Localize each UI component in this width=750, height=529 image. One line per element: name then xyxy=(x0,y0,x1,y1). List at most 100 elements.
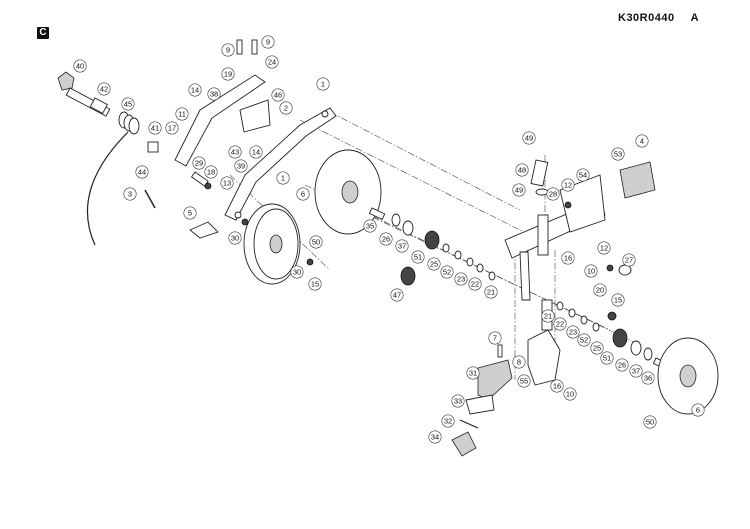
part-callout-30: 30 xyxy=(228,231,242,245)
part-callout-22: 22 xyxy=(553,317,567,331)
part-callout-12: 12 xyxy=(561,178,575,192)
part-number: 26 xyxy=(618,361,626,370)
part-callout-54: 54 xyxy=(576,168,590,182)
part-number: 5 xyxy=(188,209,192,218)
part-number: 35 xyxy=(366,222,374,231)
part-number: 10 xyxy=(587,267,595,276)
part-number: 13 xyxy=(223,179,231,188)
part-number: 22 xyxy=(556,320,564,329)
part-callout-34: 34 xyxy=(428,430,442,444)
part-number: 27 xyxy=(625,256,633,265)
part-number: 16 xyxy=(553,382,561,391)
part-number: 14 xyxy=(252,148,260,157)
part-number: 51 xyxy=(603,354,611,363)
part-number: 8 xyxy=(517,358,521,367)
part-callout-46: 46 xyxy=(271,88,285,102)
part-callout-49: 49 xyxy=(522,131,536,145)
part-callout-26: 26 xyxy=(615,358,629,372)
part-callout-32: 32 xyxy=(441,414,455,428)
part-callout-47: 47 xyxy=(390,288,404,302)
part-callout-16: 16 xyxy=(550,379,564,393)
part-number: 23 xyxy=(569,328,577,337)
part-number: 39 xyxy=(237,162,245,171)
part-callout-6: 6 xyxy=(296,187,310,201)
part-number: 52 xyxy=(580,336,588,345)
drawing-number: K30R0440 xyxy=(618,12,675,24)
part-callout-16: 16 xyxy=(561,251,575,265)
part-callout-21: 21 xyxy=(541,309,555,323)
part-callout-11: 11 xyxy=(175,107,189,121)
upper-arm xyxy=(174,39,271,167)
part-callout-5: 5 xyxy=(183,206,197,220)
part-callout-50: 50 xyxy=(643,415,657,429)
part-callout-45: 45 xyxy=(121,97,135,111)
part-number: 53 xyxy=(614,150,622,159)
part-callout-4: 4 xyxy=(635,134,649,148)
part-number: 41 xyxy=(151,124,159,133)
part-number: 51 xyxy=(414,253,422,262)
part-callout-24: 24 xyxy=(265,55,279,69)
part-number: 19 xyxy=(224,70,232,79)
gauge-wheel-left xyxy=(241,203,314,285)
part-callout-15: 15 xyxy=(611,293,625,307)
part-callout-41: 41 xyxy=(148,121,162,135)
part-callout-30: 30 xyxy=(290,265,304,279)
part-callout-15: 15 xyxy=(308,277,322,291)
part-number: 9 xyxy=(226,46,230,55)
part-number: 32 xyxy=(444,417,452,426)
part-callout-1: 1 xyxy=(276,171,290,185)
part-callout-18: 18 xyxy=(204,165,218,179)
part-callout-27: 27 xyxy=(622,253,636,267)
part-callout-23: 23 xyxy=(566,325,580,339)
part-callout-33: 33 xyxy=(451,394,465,408)
part-number: 44 xyxy=(138,168,146,177)
hub-stack-right xyxy=(556,264,670,370)
part-number: 50 xyxy=(646,418,654,427)
part-number: 4 xyxy=(640,137,644,146)
part-number: 52 xyxy=(443,268,451,277)
part-callout-53: 53 xyxy=(611,147,625,161)
part-callout-48: 48 xyxy=(515,163,529,177)
part-number: 37 xyxy=(632,367,640,376)
part-callout-10: 10 xyxy=(563,387,577,401)
part-number: 49 xyxy=(515,186,523,195)
part-number: 45 xyxy=(124,100,132,109)
part-number: 46 xyxy=(274,91,282,100)
part-callout-21: 21 xyxy=(484,285,498,299)
part-callout-35: 35 xyxy=(363,219,377,233)
part-callout-26: 26 xyxy=(379,232,393,246)
coil-spring xyxy=(86,111,140,246)
part-callout-38: 38 xyxy=(207,87,221,101)
part-number: 7 xyxy=(493,334,497,343)
part-number: 21 xyxy=(544,312,552,321)
part-callout-9: 9 xyxy=(261,35,275,49)
hardware-small xyxy=(144,141,219,239)
part-number: 29 xyxy=(195,159,203,168)
part-number: 54 xyxy=(579,171,587,180)
part-callout-40: 40 xyxy=(73,59,87,73)
part-callout-55: 55 xyxy=(517,374,531,388)
part-callout-9: 9 xyxy=(221,43,235,57)
part-number: 25 xyxy=(430,260,438,269)
part-number: 14 xyxy=(191,86,199,95)
part-number: 21 xyxy=(487,288,495,297)
part-callout-50: 50 xyxy=(309,235,323,249)
depth-handle xyxy=(57,71,111,117)
part-number: 12 xyxy=(564,181,572,190)
drawing-revision: A xyxy=(690,12,700,24)
part-number: 1 xyxy=(281,174,285,183)
part-number: 30 xyxy=(293,268,301,277)
part-callout-2: 2 xyxy=(279,101,293,115)
part-callout-44: 44 xyxy=(135,165,149,179)
part-number: 55 xyxy=(520,377,528,386)
part-callout-8: 8 xyxy=(512,355,526,369)
part-number: 43 xyxy=(231,148,239,157)
part-callout-37: 37 xyxy=(395,239,409,253)
drawing-code: K30R0440 A xyxy=(618,12,699,24)
part-callout-29: 29 xyxy=(192,156,206,170)
part-callout-3: 3 xyxy=(123,187,137,201)
part-number: 42 xyxy=(100,85,108,94)
part-callout-39: 39 xyxy=(234,159,248,173)
